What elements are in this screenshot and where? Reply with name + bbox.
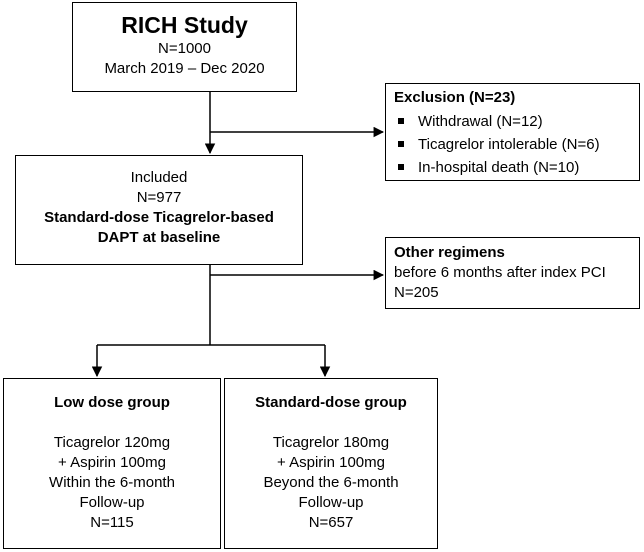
- standard-dose-title: Standard-dose group: [255, 394, 407, 411]
- study-box: RICH Study N=1000 March 2019 – Dec 2020: [72, 2, 297, 92]
- exclusion-box: Exclusion (N=23) Withdrawal (N=12) Ticag…: [385, 83, 640, 181]
- other-regimens-n: N=205: [394, 284, 439, 301]
- study-title: RICH Study: [121, 12, 248, 38]
- standard-dose-group-box: Standard-dose group Ticagrelor 180mg + A…: [224, 378, 438, 549]
- exclusion-item-text: Withdrawal (N=12): [418, 113, 543, 130]
- other-regimens-title: Other regimens: [394, 244, 505, 261]
- other-regimens-detail: before 6 months after index PCI: [394, 264, 606, 281]
- low-dose-line: Within the 6-month: [49, 474, 175, 491]
- study-n: N=1000: [158, 40, 211, 57]
- bullet-icon: [398, 141, 404, 148]
- exclusion-item: Ticagrelor intolerable (N=6): [394, 133, 631, 156]
- standard-dose-n: N=657: [308, 514, 354, 531]
- included-box: Included N=977 Standard-dose Ticagrelor-…: [15, 155, 303, 265]
- included-label: Included: [130, 169, 188, 186]
- low-dose-group-box: Low dose group Ticagrelor 120mg + Aspiri…: [3, 378, 221, 549]
- exclusion-item: Withdrawal (N=12): [394, 110, 631, 133]
- study-period: March 2019 – Dec 2020: [104, 60, 265, 77]
- low-dose-line: Follow-up: [79, 494, 145, 511]
- low-dose-line: Ticagrelor 120mg: [53, 434, 171, 451]
- included-regimen-line2: DAPT at baseline: [97, 229, 221, 246]
- exclusion-list: Withdrawal (N=12) Ticagrelor intolerable…: [394, 110, 631, 179]
- low-dose-n: N=115: [90, 514, 134, 531]
- low-dose-line: + Aspirin 100mg: [58, 454, 166, 471]
- standard-dose-line: Ticagrelor 180mg: [272, 434, 390, 451]
- standard-dose-line: + Aspirin 100mg: [277, 454, 385, 471]
- bullet-icon: [398, 118, 404, 125]
- exclusion-item-text: Ticagrelor intolerable (N=6): [418, 136, 600, 153]
- other-regimens-box: Other regimens before 6 months after ind…: [385, 237, 640, 309]
- standard-dose-line: Follow-up: [298, 494, 364, 511]
- low-dose-title: Low dose group: [54, 394, 170, 411]
- bullet-icon: [398, 164, 404, 171]
- included-regimen-line1: Standard-dose Ticagrelor-based: [44, 209, 274, 226]
- exclusion-item-text: In-hospital death (N=10): [418, 159, 580, 176]
- included-n: N=977: [136, 189, 182, 206]
- exclusion-title: Exclusion (N=23): [394, 89, 516, 106]
- exclusion-item: In-hospital death (N=10): [394, 156, 631, 179]
- standard-dose-line: Beyond the 6-month: [263, 474, 399, 491]
